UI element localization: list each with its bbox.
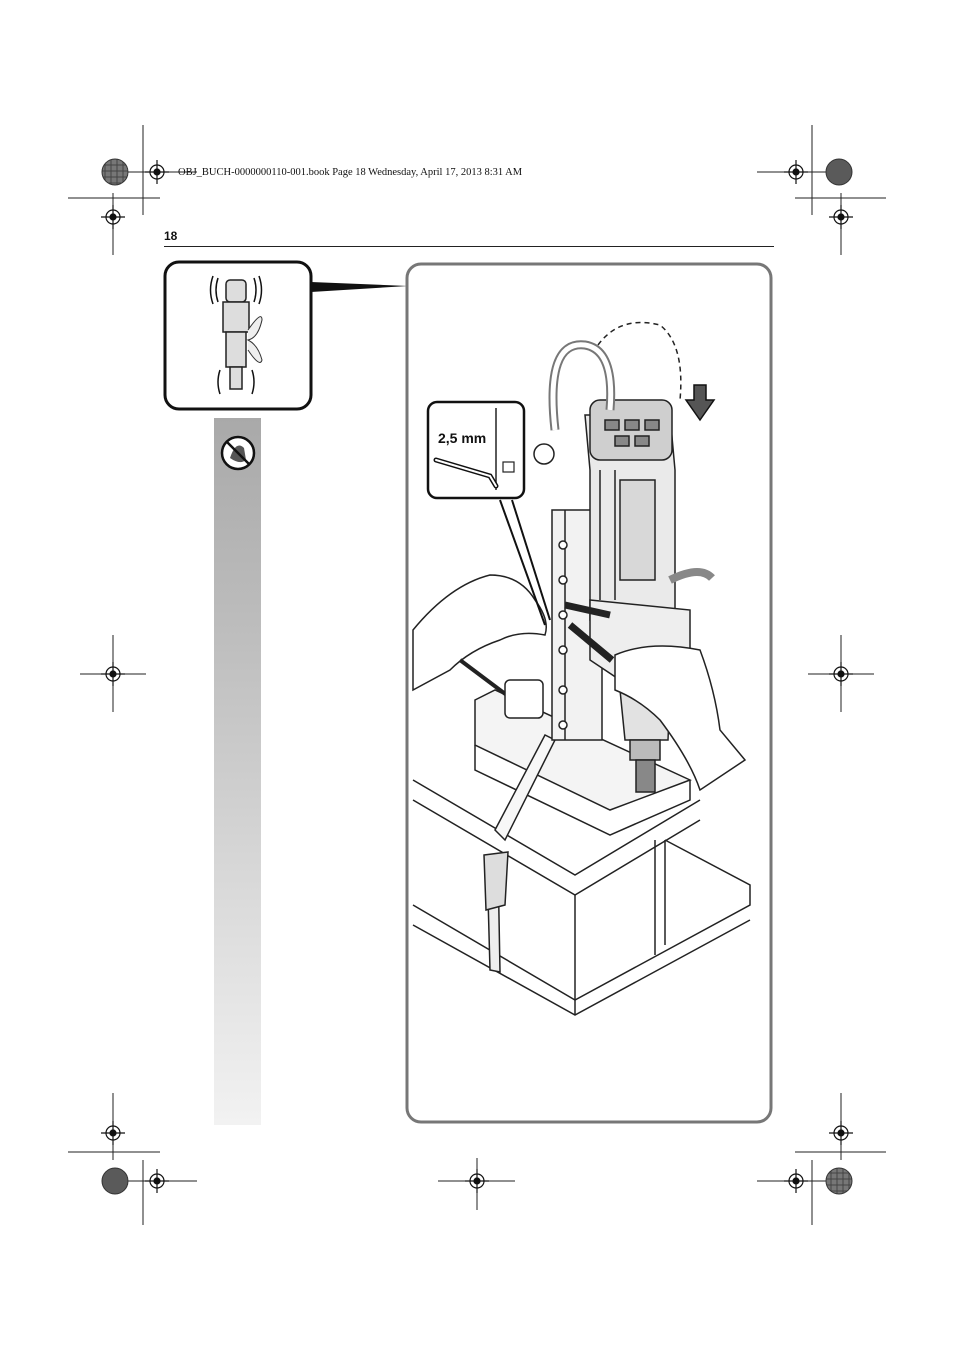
hex-key-inset — [426, 400, 551, 626]
header-rule — [164, 246, 774, 247]
drill-thumbnail — [163, 260, 408, 411]
color-rosettes — [101, 158, 853, 1195]
no-touch-icon — [220, 435, 256, 471]
hex-key-size-label: 2,5 mm — [438, 430, 487, 446]
registration-targets — [101, 160, 853, 1193]
print-header-line: OBJ_BUCH-0000000110-001.book Page 18 Wed… — [178, 167, 523, 178]
drill-press-illustration — [412, 321, 751, 1016]
side-gradient-band — [214, 418, 261, 1125]
page-number: 18 — [164, 229, 178, 243]
